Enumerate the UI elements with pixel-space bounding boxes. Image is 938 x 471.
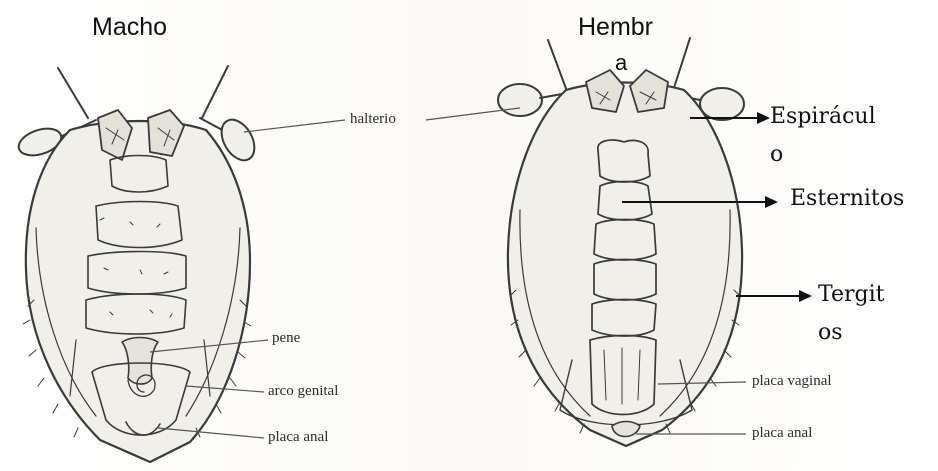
label-arco-genital: arco genital bbox=[268, 384, 338, 399]
label-espiraculo-line2: o bbox=[770, 140, 783, 170]
label-placa-vaginal: placa vaginal bbox=[752, 374, 832, 389]
female-title-line2: a bbox=[615, 52, 627, 74]
label-placa-anal-female: placa anal bbox=[752, 426, 812, 441]
female-specimen bbox=[498, 38, 744, 446]
label-esternitos: Esternitos bbox=[790, 184, 904, 214]
label-halterio: halterio bbox=[350, 112, 396, 127]
female-title-line1: Hembr bbox=[578, 15, 653, 40]
label-pene: pene bbox=[272, 331, 300, 346]
label-espiraculo-line1: Espirácul bbox=[770, 102, 876, 132]
label-tergitos-line2: os bbox=[818, 318, 843, 348]
male-title: Macho bbox=[92, 15, 167, 40]
label-placa-anal-male: placa anal bbox=[268, 430, 328, 445]
label-tergitos-line1: Tergit bbox=[818, 280, 884, 310]
